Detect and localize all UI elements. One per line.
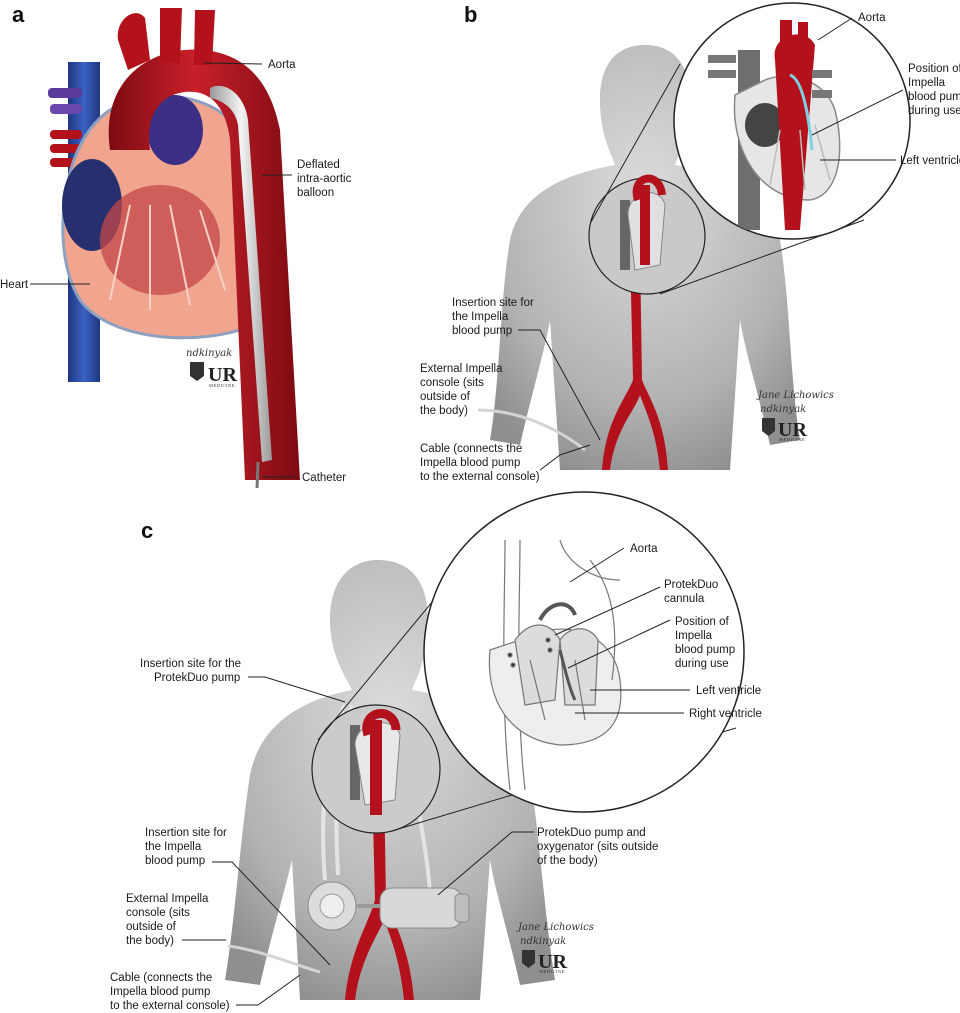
- logo-text-c: UR: [538, 951, 567, 973]
- label-protek-insertion-2: ProtekDuo pump: [154, 672, 240, 684]
- signature-c-2: ndkinyak: [520, 936, 566, 947]
- label-cable-b-2: Impella blood pump: [420, 457, 520, 469]
- label-position-c-1: Position of: [675, 616, 730, 628]
- zoom-heart-c: [488, 539, 622, 791]
- label-aorta-a: Aorta: [268, 59, 296, 71]
- label-position-c-3: blood pump: [675, 644, 735, 656]
- signature-b-1: Jane Lichowics: [756, 390, 834, 401]
- logo-sub-c: MEDICINE: [539, 969, 565, 974]
- label-console-c-2: console (sits: [126, 907, 190, 919]
- label-console-c-3: outside of: [126, 921, 177, 933]
- label-catheter: Catheter: [302, 472, 346, 484]
- panel-a: a: [0, 2, 352, 489]
- logo-sub-a: MEDICINE: [209, 383, 235, 388]
- label-position-c-2: Impella: [675, 630, 713, 642]
- label-protek-insertion-1: Insertion site for the: [140, 658, 241, 670]
- label-protek-pump-1: ProtekDuo pump and: [537, 827, 646, 839]
- right-atrium: [147, 95, 203, 165]
- label-console-b-3: outside of: [420, 391, 471, 403]
- label-protek-pump-3: of the body): [537, 855, 598, 867]
- label-console-c-4: the body): [126, 935, 174, 947]
- ventricle-cavity: [100, 185, 220, 295]
- label-position-b-2: Impella: [908, 77, 946, 89]
- label-cable-b-1: Cable (connects the: [420, 443, 522, 455]
- label-aorta-b: Aorta: [858, 12, 886, 24]
- protek-pump-oxygenator: [307, 881, 470, 931]
- arch-branches: [117, 8, 215, 70]
- panel-c: c: [110, 491, 762, 1012]
- label-protek-cannula-2: cannula: [664, 593, 705, 605]
- label-impella-insertion-2: the Impella: [145, 841, 202, 853]
- signature-c-1: Jane Lichowics: [516, 922, 594, 933]
- chordae: [109, 204, 226, 310]
- label-position-b-1: Position of: [908, 63, 960, 75]
- label-cable-c-3: to the external console): [110, 1000, 230, 1012]
- shield-icon: [762, 418, 775, 436]
- label-console-b-4: the body): [420, 405, 468, 417]
- signature-b-2: ndkinyak: [760, 404, 806, 415]
- label-protek-cannula-1: ProtekDuo: [664, 579, 718, 591]
- shield-icon: [190, 362, 204, 381]
- label-insertion-b-1: Insertion site for: [452, 297, 534, 309]
- intra-aortic-balloon: [210, 85, 272, 463]
- label-protek-pump-2: oxygenator (sits outside: [537, 841, 658, 853]
- label-balloon-2: intra-aortic: [297, 173, 352, 185]
- ur-medicine-logo-c: UR MEDICINE: [522, 950, 567, 974]
- logo-sub-b: MEDICINE: [779, 437, 805, 442]
- label-position-b-3: blood pump: [908, 91, 960, 103]
- panel-b: b: [420, 2, 960, 483]
- label-cable-b-3: to the external console): [420, 471, 540, 483]
- heart-small-c: [350, 709, 401, 815]
- label-cable-c-2: Impella blood pump: [110, 986, 210, 998]
- label-impella-insertion-1: Insertion site for: [145, 827, 227, 839]
- label-insertion-b-2: the Impella: [452, 311, 509, 323]
- label-console-b-2: console (sits: [420, 377, 484, 389]
- label-position-c-4: during use: [675, 658, 729, 670]
- label-console-c-1: External Impella: [126, 893, 209, 905]
- label-position-b-4: during use: [908, 105, 960, 117]
- heart-small-b: [620, 174, 666, 271]
- catheter-line: [255, 461, 260, 489]
- label-console-b-1: External Impella: [420, 363, 503, 375]
- label-balloon-1: Deflated: [297, 159, 340, 171]
- ur-medicine-logo-b: UR MEDICINE: [762, 418, 807, 442]
- logo-text-a: UR: [208, 364, 237, 386]
- ur-medicine-logo-a: UR MEDICINE: [190, 362, 237, 388]
- label-lv-c: Left ventricle: [696, 685, 761, 697]
- label-cable-c-1: Cable (connects the: [110, 972, 212, 984]
- panel-letter-a: a: [12, 2, 25, 27]
- label-rv-c: Right ventricle: [689, 708, 762, 720]
- aorta-body-c: [345, 780, 414, 1000]
- panel-letter-c: c: [141, 518, 153, 543]
- label-impella-insertion-3: blood pump: [145, 855, 205, 867]
- console-cable-b: [477, 408, 586, 452]
- label-heart: Heart: [0, 279, 29, 291]
- label-aorta-c: Aorta: [630, 543, 658, 555]
- label-lv-b: Left ventricle: [900, 155, 960, 167]
- shield-icon: [522, 950, 535, 968]
- aorta-body-b: [602, 250, 668, 470]
- signature-a: ndkinyak: [186, 348, 232, 359]
- aortic-arch: [108, 49, 301, 480]
- label-balloon-3: balloon: [297, 187, 334, 199]
- panel-letter-b: b: [464, 2, 477, 27]
- console-cable-c: [227, 944, 321, 974]
- label-insertion-b-3: blood pump: [452, 325, 512, 337]
- logo-text-b: UR: [778, 419, 807, 441]
- zoom-heart-b: [708, 20, 841, 230]
